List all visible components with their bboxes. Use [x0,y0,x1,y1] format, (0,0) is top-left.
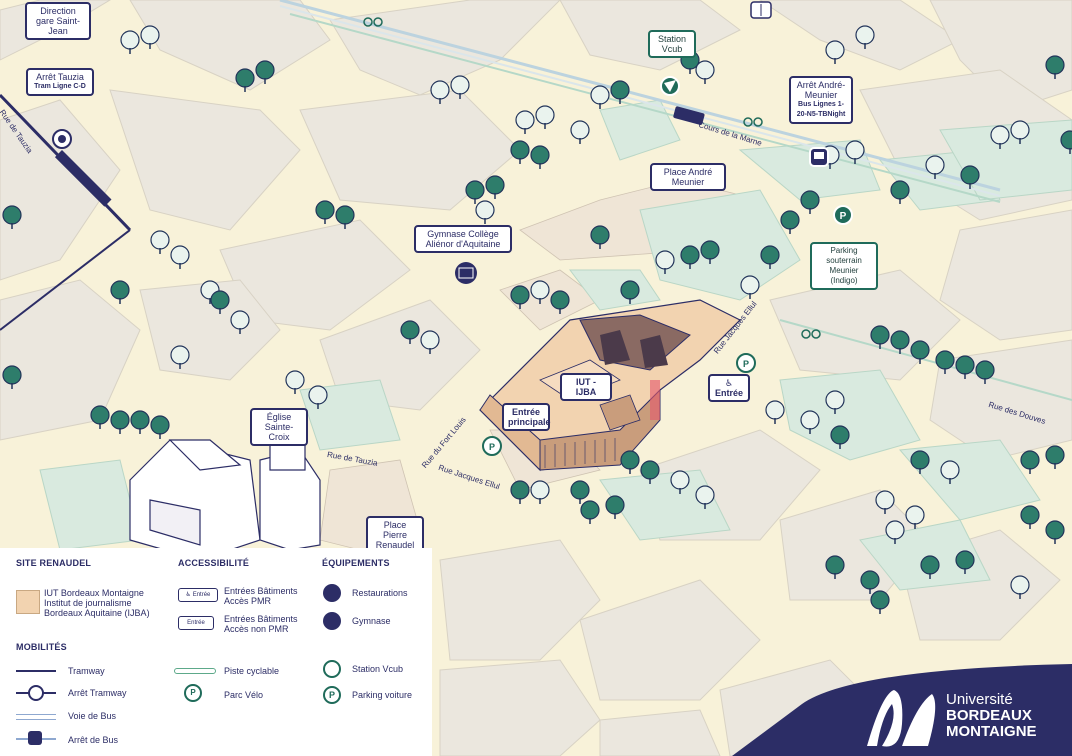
eglise-sainte-croix-building [129,439,321,561]
label-arret-andre-meunier[interactable]: Arrêt André-Meunier Bus Lignes 1-20-N5-T… [789,76,853,124]
parking-pin[interactable]: P [833,205,853,225]
tram-stop-tauzia-icon[interactable] [52,129,72,149]
wheelchair-icon-legend: ♿ [185,592,192,598]
svg-text:P: P [743,359,749,369]
arret-andre-lines: Bus Lignes 1-20-N5-TBNight [796,101,846,118]
bus-vehicle [673,106,705,125]
arret-tauzia-name: Arrêt Tauzia [36,72,84,82]
legend-station-vcub: Station Vcub [352,664,404,674]
arret-andre-name: Arrêt André-Meunier [796,80,846,100]
bike-icon [363,17,821,339]
vcub-icon [323,660,341,678]
legend-building-swatch [16,590,40,614]
logo-bordeaux: BORDEAUX [946,707,1032,724]
legend-voie-bus: Voie de Bus [68,711,117,721]
legend-access-non-pmr: Entrées Bâtiments Accès non PMR [224,614,298,634]
tram-line-tauzia [0,93,132,331]
entree-non-pmr-badge-text: Entrée [187,620,205,626]
legend-restaurations: Restaurations [352,588,408,598]
gymnase-top-icon [750,1,772,19]
legend-tramway: Tramway [68,666,105,676]
legend-site-title: SITE RENAUDEL [16,558,92,568]
legend-piste: Piste cyclable [224,666,280,676]
cours-de-la-marne [279,0,1001,203]
legend-piste-swatch [174,668,216,674]
vcub-pin[interactable] [660,76,680,96]
gym-icon [323,612,341,630]
legend-arret-bus: Arrêt de Bus [68,735,119,745]
bus-stop-icon-box [28,731,42,745]
restaurant-icon [323,584,341,602]
legend-tramway-swatch [16,670,56,672]
legend-mobilites-title: MOBILITÉS [16,642,67,652]
label-place-andre-meunier: Place André Meunier [650,163,726,191]
bike-parking-pin[interactable]: P [482,436,502,456]
logo-montaigne: MONTAIGNE [946,723,1037,740]
legend-gymnase: Gymnase [352,616,391,626]
label-entree-principale[interactable]: Entrée principale [502,403,551,431]
universite-logo-band [732,664,1072,756]
gymnase-icon[interactable] [455,262,477,284]
label-eglise: Église Sainte-Croix [250,408,308,446]
legend-voie-bus-swatch [16,714,56,720]
wheelchair-icon: ♿ [724,378,734,388]
svg-text:P: P [489,442,495,452]
legend-accessibilite-title: ACCESSIBILITÉ [178,558,250,568]
bike-parking-icon: P [184,684,202,702]
label-direction-gare: Direction gare Saint-Jean [25,2,91,40]
legend-access-pmr: Entrées Bâtiments Accès PMR [224,586,298,606]
legend-arret-tram: Arrêt Tramway [68,688,127,698]
arret-tauzia-line: Tram Ligne C-D [34,83,86,90]
tram-stop-icon-circle [28,685,44,701]
label-place-pierre-renaudel: Place Pierre Renaudel [366,516,424,554]
label-arret-tauzia[interactable]: Arrêt Tauzia Tram Ligne C-D [26,68,94,96]
label-gymnase[interactable]: Gymnase Collège Aliénor d'Aquitaine [414,225,512,253]
ubm-logo-icon [867,690,903,747]
legend-site-desc: IUT Bordeaux Montaigne Institut de journ… [44,588,150,618]
entree-pmr-badge: ♿ Entrée [178,588,218,602]
label-parking-souterrain[interactable]: Parking souterrain Meunier (Indigo) [810,242,878,290]
bus-stop-andre-icon[interactable] [809,147,829,167]
bike-parking-pin-east[interactable]: P [736,353,756,373]
svg-text:P: P [840,211,847,222]
car-parking-icon: P [323,686,341,704]
legend-parc-velo: Parc Vélo [224,690,264,700]
label-iut-ijba: IUT - IJBA [560,373,612,401]
piste-rue-des-douves [779,319,1072,401]
entree-east-text: Entrée [714,388,743,398]
map-legend: SITE RENAUDEL IUT Bordeaux Montaigne Ins… [0,548,432,756]
entree-pmr-badge-text: Entrée [192,592,211,598]
label-station-vcub[interactable]: Station Vcub [648,30,696,58]
legend-equipements-title: ÉQUIPEMENTS [322,558,390,568]
logo-universite: Université [946,691,1013,708]
entree-non-pmr-badge: Entrée [178,616,214,630]
legend-parking-voiture: Parking voiture [352,690,413,700]
label-entree-east[interactable]: ♿ Entrée [708,374,750,402]
